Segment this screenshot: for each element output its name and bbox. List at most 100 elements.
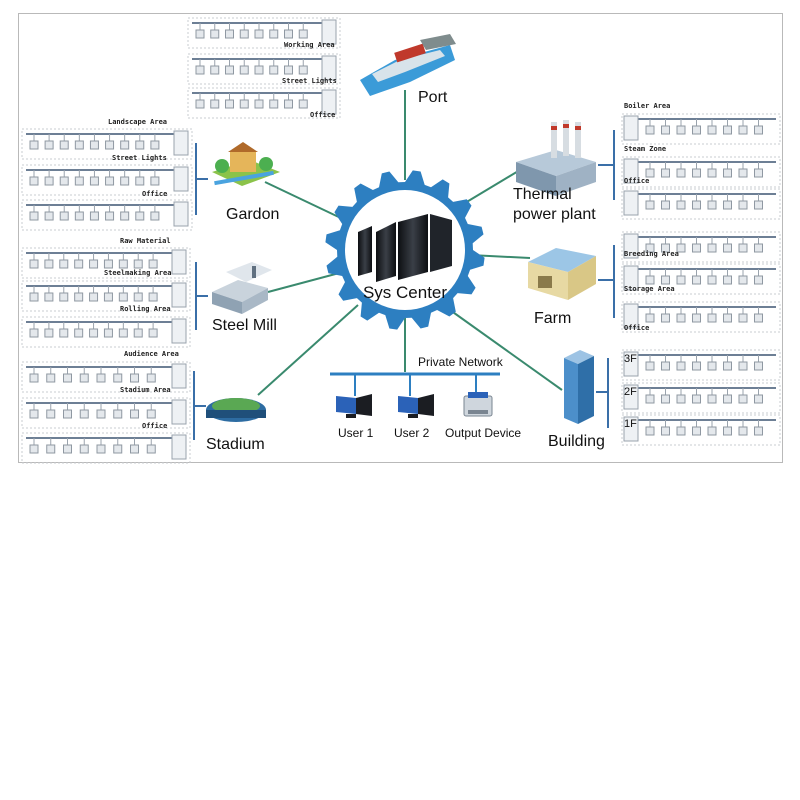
private-network: Private Network User 1 User 2 Output Dev… bbox=[330, 355, 521, 440]
meter-device-icon bbox=[130, 409, 139, 419]
meter-device-icon bbox=[723, 426, 732, 436]
meter-device-icon bbox=[738, 275, 748, 285]
meter-device-icon bbox=[645, 313, 655, 323]
meter-device-icon bbox=[44, 259, 54, 269]
port-area-label: Street Lights bbox=[282, 77, 337, 85]
meter-device-icon bbox=[645, 394, 655, 404]
device-panel-frame bbox=[187, 87, 341, 119]
meter-device-icon bbox=[44, 176, 54, 186]
meter-device-icon bbox=[120, 176, 130, 186]
device-panel-frame bbox=[621, 188, 781, 220]
gateway-cabinet-icon bbox=[623, 233, 639, 259]
port-area-label: Office bbox=[310, 111, 335, 119]
meter-device-icon bbox=[645, 361, 655, 371]
office-building-icon bbox=[564, 350, 594, 424]
device-panel-frame bbox=[621, 231, 781, 263]
meter-device-icon bbox=[754, 394, 763, 404]
meter-device-icon bbox=[754, 243, 763, 253]
device-panel-frame bbox=[21, 247, 191, 279]
meter-device-icon bbox=[225, 65, 234, 75]
meter-device-icon bbox=[210, 65, 220, 75]
meter-device-icon bbox=[661, 313, 670, 323]
meter-device-icon bbox=[63, 409, 72, 419]
meter-device-icon bbox=[676, 125, 686, 135]
meter-device-icon bbox=[96, 444, 106, 454]
gateway-cabinet-icon bbox=[321, 89, 337, 115]
farm-label: Farm bbox=[534, 310, 571, 327]
gateway-cabinet-icon bbox=[623, 115, 639, 141]
meter-device-icon bbox=[59, 211, 69, 221]
building-floor-label: 2F bbox=[624, 386, 637, 398]
meter-device-icon bbox=[118, 259, 128, 269]
meter-device-icon bbox=[105, 211, 115, 221]
meter-device-icon bbox=[707, 200, 717, 210]
steel-area-label: Steelmaking Area bbox=[104, 269, 171, 277]
device-panel-frame bbox=[187, 17, 341, 49]
gardon-label: Gardon bbox=[226, 206, 279, 223]
meter-device-icon bbox=[707, 275, 717, 285]
meter-device-icon bbox=[298, 65, 308, 75]
meter-device-icon bbox=[195, 65, 205, 75]
meter-device-icon bbox=[723, 200, 732, 210]
building-label: Building bbox=[548, 433, 605, 450]
meter-device-icon bbox=[113, 373, 123, 383]
farm-area-label: Storage Area bbox=[624, 285, 675, 293]
panel-brackets bbox=[193, 130, 615, 440]
meter-device-icon bbox=[707, 426, 717, 436]
meter-device-icon bbox=[661, 243, 670, 253]
meter-device-icon bbox=[661, 125, 670, 135]
meter-device-icon bbox=[692, 426, 701, 436]
gardon-area-label: Landscape Area bbox=[108, 118, 167, 126]
meter-device-icon bbox=[46, 373, 56, 383]
meter-device-icon bbox=[723, 313, 732, 323]
meter-device-icon bbox=[89, 211, 99, 221]
meter-device-icon bbox=[46, 444, 56, 454]
gateway-cabinet-icon bbox=[173, 166, 189, 192]
meter-device-icon bbox=[661, 275, 670, 285]
meter-device-icon bbox=[692, 394, 701, 404]
gardon-park-icon bbox=[212, 142, 280, 186]
meter-device-icon bbox=[148, 328, 158, 338]
steel-mill-label: Steel Mill bbox=[212, 317, 277, 334]
device-panel-frame bbox=[21, 397, 191, 429]
thermal-area-label: Office bbox=[624, 177, 649, 185]
farm-area-label: Breeding Area bbox=[624, 250, 679, 258]
sys-center-label: Sys Center bbox=[363, 283, 447, 302]
meter-device-icon bbox=[135, 176, 145, 186]
printer-icon bbox=[463, 392, 493, 417]
meter-device-icon bbox=[29, 328, 39, 338]
meter-device-icon bbox=[645, 426, 655, 436]
device-panel-frame bbox=[21, 128, 193, 160]
gateway-cabinet-icon bbox=[171, 249, 187, 275]
meter-device-icon bbox=[96, 409, 106, 419]
meter-device-icon bbox=[661, 426, 670, 436]
meter-device-icon bbox=[44, 328, 54, 338]
meter-device-icon bbox=[676, 200, 686, 210]
meter-device-icon bbox=[74, 328, 84, 338]
meter-device-icon bbox=[29, 259, 39, 269]
device-panel-frame bbox=[621, 156, 781, 188]
meter-device-icon bbox=[130, 444, 139, 454]
meter-device-icon bbox=[676, 313, 686, 323]
meter-device-icon bbox=[754, 313, 763, 323]
building-floor-label: 1F bbox=[624, 418, 637, 430]
meter-device-icon bbox=[44, 140, 54, 150]
meter-device-icon bbox=[239, 65, 249, 75]
stadium-label: Stadium bbox=[206, 436, 265, 453]
meter-device-icon bbox=[96, 373, 106, 383]
meter-device-icon bbox=[692, 200, 701, 210]
gateway-cabinet-icon bbox=[173, 201, 189, 227]
gateway-cabinet-icon bbox=[173, 130, 189, 156]
user1-label: User 1 bbox=[338, 426, 374, 440]
meter-device-icon bbox=[46, 409, 56, 419]
stadium-area-label: Stadium Area bbox=[120, 386, 171, 394]
meter-device-icon bbox=[105, 140, 115, 150]
meter-device-icon bbox=[29, 373, 39, 383]
meter-device-icon bbox=[29, 292, 39, 302]
gardon-area-label: Street Lights bbox=[112, 154, 167, 162]
gateway-cabinet-icon bbox=[623, 351, 639, 377]
meter-device-icon bbox=[89, 259, 99, 269]
meter-device-icon bbox=[63, 373, 72, 383]
meter-device-icon bbox=[239, 29, 249, 39]
meter-device-icon bbox=[29, 140, 39, 150]
